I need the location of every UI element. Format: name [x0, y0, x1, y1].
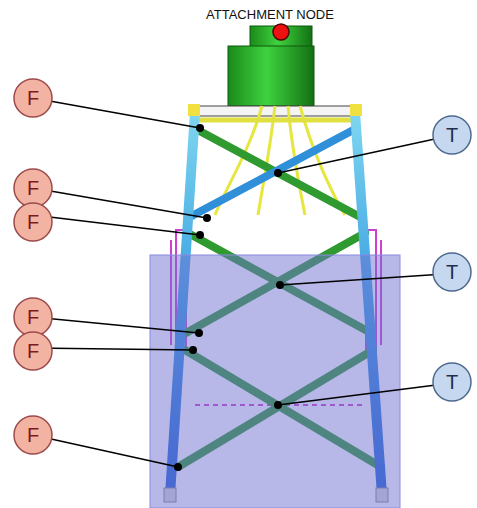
part-label: ATTACHMENT NODE	[206, 7, 334, 22]
sea-water	[150, 255, 400, 508]
callout-circle: T	[432, 252, 472, 292]
callout-letter: T	[432, 362, 472, 394]
callout-circle: F	[13, 78, 53, 118]
callout-circle: F	[13, 415, 53, 455]
callout-letter: F	[13, 78, 53, 110]
callout-letter: F	[13, 297, 53, 329]
callout-circle: T	[432, 115, 472, 155]
callout-circle: F	[13, 331, 53, 371]
attachment-dot	[273, 24, 289, 40]
callout-letter: F	[13, 331, 53, 363]
transition-piece	[190, 26, 360, 215]
callout-letter: F	[13, 168, 53, 200]
callout-circle: F	[13, 297, 53, 337]
callout-letter: T	[432, 252, 472, 284]
callout-letter: T	[432, 115, 472, 147]
target-dot	[174, 124, 284, 471]
callout-letter: F	[13, 202, 53, 234]
callout-circle: F	[13, 202, 53, 242]
callout-circle: T	[432, 362, 472, 402]
callout-circle: F	[13, 168, 53, 208]
callout-letter: F	[13, 415, 53, 447]
leader-line	[33, 98, 444, 467]
